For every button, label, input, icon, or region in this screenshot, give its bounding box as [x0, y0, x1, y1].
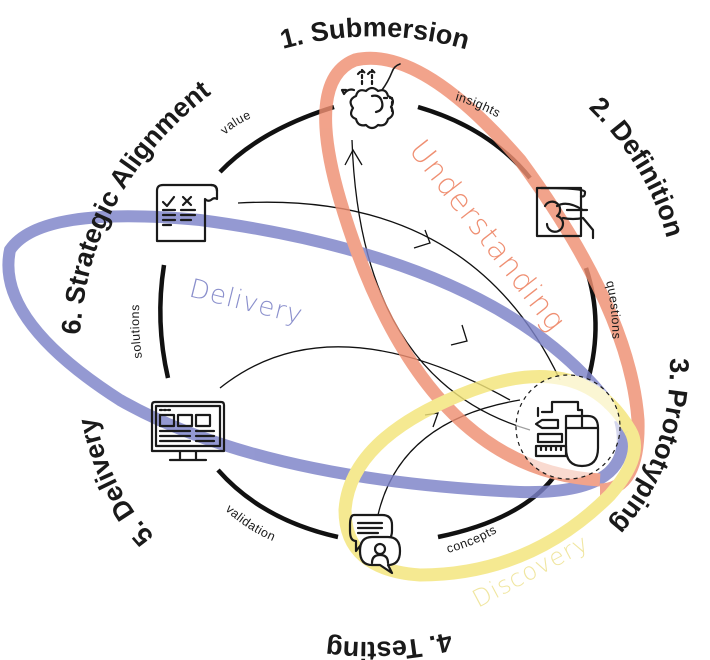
phase-label-definition: 2. Definition: [584, 91, 690, 240]
flow-arrow: [413, 229, 431, 249]
checklist-scroll-icon: [155, 183, 219, 243]
flow-arrow: [344, 148, 363, 166]
understanding-loop: [319, 51, 645, 497]
hand-drawing-icon: [535, 186, 595, 240]
arc-validation: [216, 468, 339, 540]
arc-solutions: [158, 264, 171, 379]
brain-ideas-icon: [340, 63, 401, 130]
delivery-loop: [2, 210, 629, 499]
phase-label-testing: 4. Testing: [324, 626, 455, 660]
chat-user-icon: [348, 513, 402, 575]
flow-delivery-to-prototyping: [219, 346, 511, 401]
flow-testing-to-prototyping: [377, 399, 521, 516]
phase-label-delivery: 5. Delivery: [72, 416, 159, 553]
tools-mouse-icon: [534, 400, 600, 468]
edge-label-solutions: solutions: [128, 304, 145, 360]
group-label-delivery: Delivery: [186, 274, 306, 331]
phase-label-submersion: 1. Submersion: [277, 12, 473, 55]
edge-label-value: value: [218, 108, 254, 138]
monitor-layout-icon: [150, 400, 226, 462]
edge-label-validation: validation: [223, 502, 278, 544]
arc-value: [218, 104, 335, 174]
flow-arrow: [450, 324, 468, 346]
